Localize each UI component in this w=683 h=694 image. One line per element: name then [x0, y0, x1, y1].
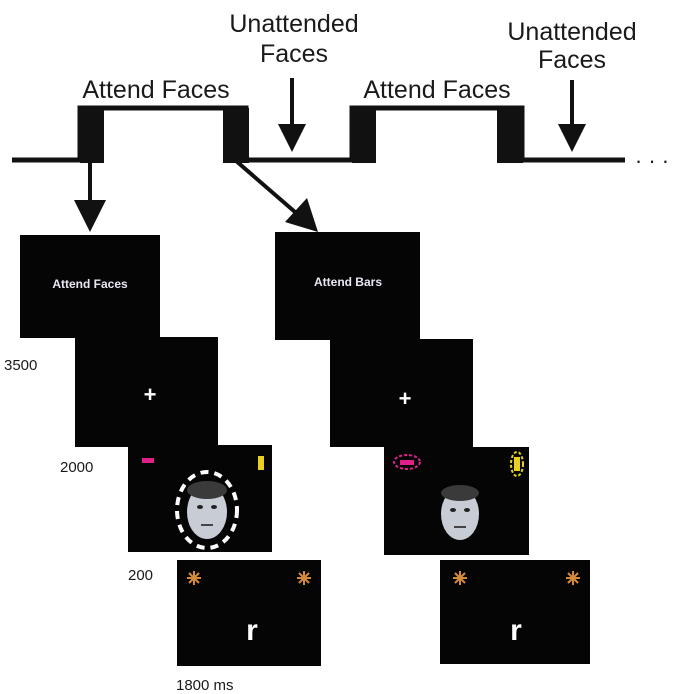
down-arrow-icon	[558, 80, 586, 152]
response-screen-left	[177, 560, 321, 666]
cue-screen-left	[20, 235, 160, 338]
block-timeline	[12, 105, 625, 163]
attend-faces-label-1: Attend Faces	[82, 76, 229, 104]
cue-screen-right	[275, 232, 420, 340]
attend-faces-label-2: Attend Faces	[363, 76, 510, 104]
fixation-screen-left	[75, 337, 218, 447]
unattended-faces-label-2-line1: Unattended	[507, 18, 636, 46]
cue-text-left: Attend Faces	[52, 277, 128, 291]
down-arrow-icon	[74, 160, 106, 232]
star-icon	[453, 571, 467, 585]
down-arrow-icon	[278, 78, 306, 152]
letter-stimulus-left: r	[246, 614, 258, 647]
pink-bar-icon	[142, 458, 154, 463]
yellow-bar-icon	[258, 456, 264, 470]
letter-stimulus-right: r	[510, 614, 522, 647]
duration-fixation: 2000	[60, 459, 93, 476]
right-trial-sequence: Attend Bars + r	[275, 232, 590, 664]
duration-response: 1800 ms	[176, 677, 234, 694]
star-icon	[566, 571, 580, 585]
star-icon	[187, 571, 201, 585]
timeline-ellipsis: · · ·	[635, 148, 669, 173]
fixation-cross-right: +	[399, 386, 412, 411]
face-icon	[441, 485, 479, 540]
left-trial-sequence: Attend Faces + r 3500 2000 200	[4, 235, 321, 694]
unattended-faces-label-1-line1: Unattended	[229, 10, 358, 38]
yellow-bar-icon	[510, 451, 524, 477]
face-icon	[175, 470, 239, 550]
duration-cue: 3500	[4, 357, 37, 374]
unattended-faces-label-2-line2: Faces	[538, 46, 606, 74]
duration-stimulus: 200	[128, 567, 153, 584]
pink-bar-icon	[393, 454, 421, 470]
star-icon	[297, 571, 311, 585]
fixation-screen-right	[330, 339, 473, 447]
diagonal-arrow-icon	[233, 158, 318, 232]
cue-text-right: Attend Bars	[314, 275, 382, 289]
fixation-cross-left: +	[144, 382, 157, 407]
unattended-faces-label-1-line2: Faces	[260, 40, 328, 68]
